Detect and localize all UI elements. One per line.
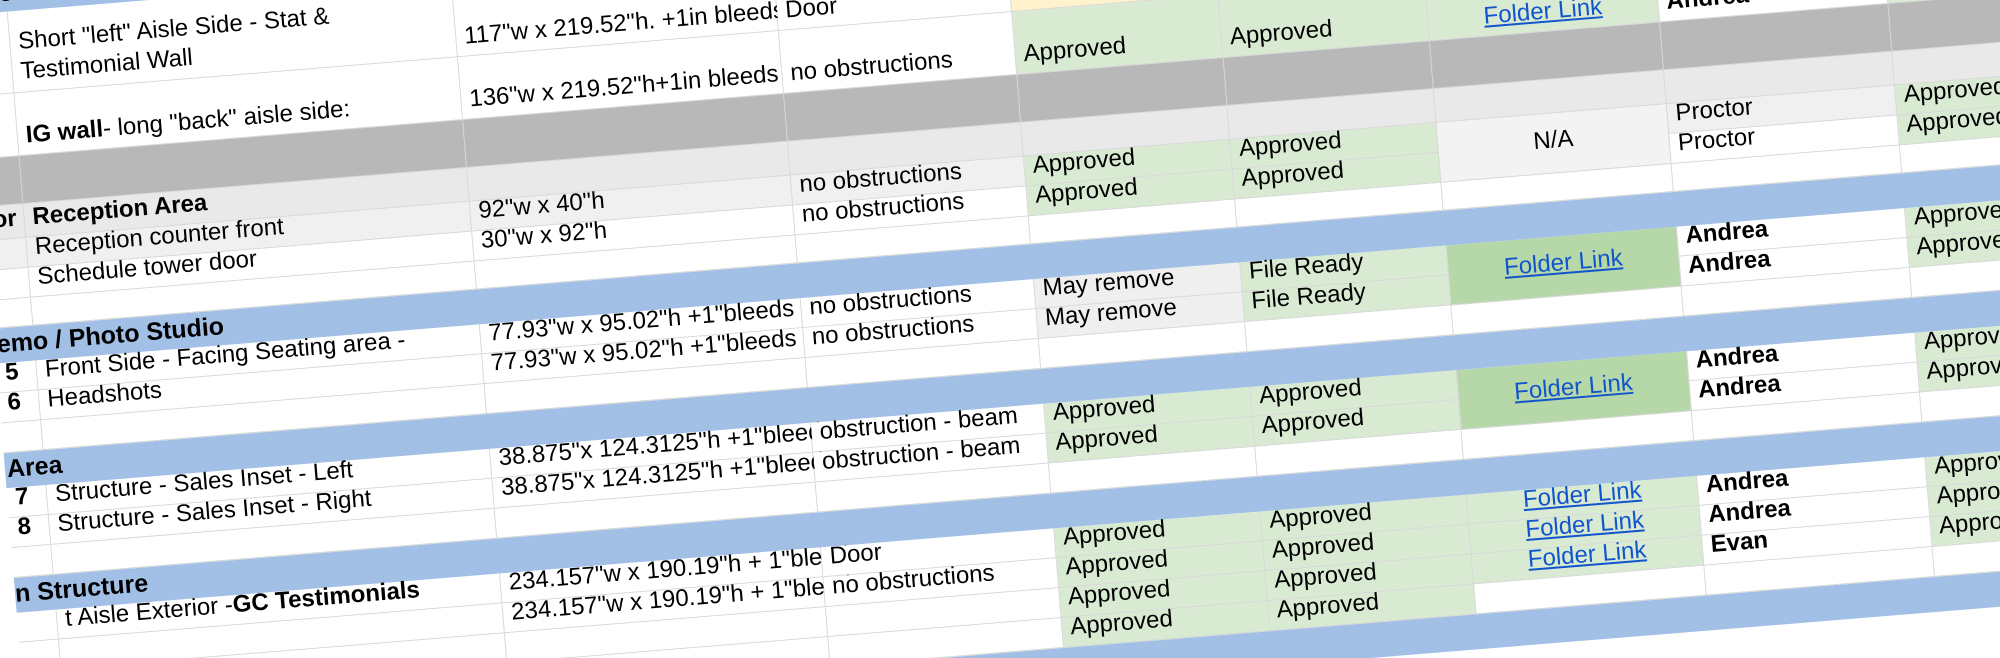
cell-text: 5 [4,358,20,386]
cell-text: 7 [14,482,30,511]
cell-text: Proctor [1674,93,1754,127]
cell-empty[interactable] [0,237,29,272]
cell-text: Door [784,0,839,24]
cell-text: Door [828,538,883,570]
cell-text: THIS [1017,0,1065,5]
cell-text: Andrea [1665,0,1750,16]
cell-text: Andrea [1704,464,1790,499]
cell-empty[interactable] [0,297,34,329]
cell-empty[interactable] [19,639,62,658]
cell-text: Andrea [1686,245,1772,279]
cell-text: 6 [6,387,22,416]
cell-text: Andrea [1697,369,1782,404]
folder-link[interactable]: Folder Link [1503,244,1624,281]
cell-text: 8 [16,512,33,541]
cell-empty[interactable] [11,544,54,579]
folder-link[interactable]: Folder Link [1513,368,1634,406]
cell-text: N/A [1532,124,1575,156]
cell-row-structure-sales-inset-right-col0[interactable]: 8 [8,512,52,549]
cell-text: IG wall [24,115,105,149]
cell-text: Approved [1228,15,1334,51]
cell-text: Andrea [1684,215,1770,250]
cell-row-headshots-col0[interactable]: 6 [0,387,42,424]
cell-text: Proctor [1676,123,1757,157]
cell-empty[interactable] [0,267,32,301]
cell-text: Approved [1022,31,1128,68]
cell-empty[interactable] [16,609,59,643]
cell-text: Andrea [1694,339,1780,374]
section-title: Area [5,450,64,484]
cell-text: Andrea [1707,494,1792,529]
folder-link[interactable]: Folder Link [1482,0,1604,30]
cell-text: Evan [1709,526,1769,558]
cell-row-reception-area-col0[interactable]: or [0,203,27,242]
cell-empty[interactable] [1,420,44,454]
cell-text: or [0,204,18,234]
